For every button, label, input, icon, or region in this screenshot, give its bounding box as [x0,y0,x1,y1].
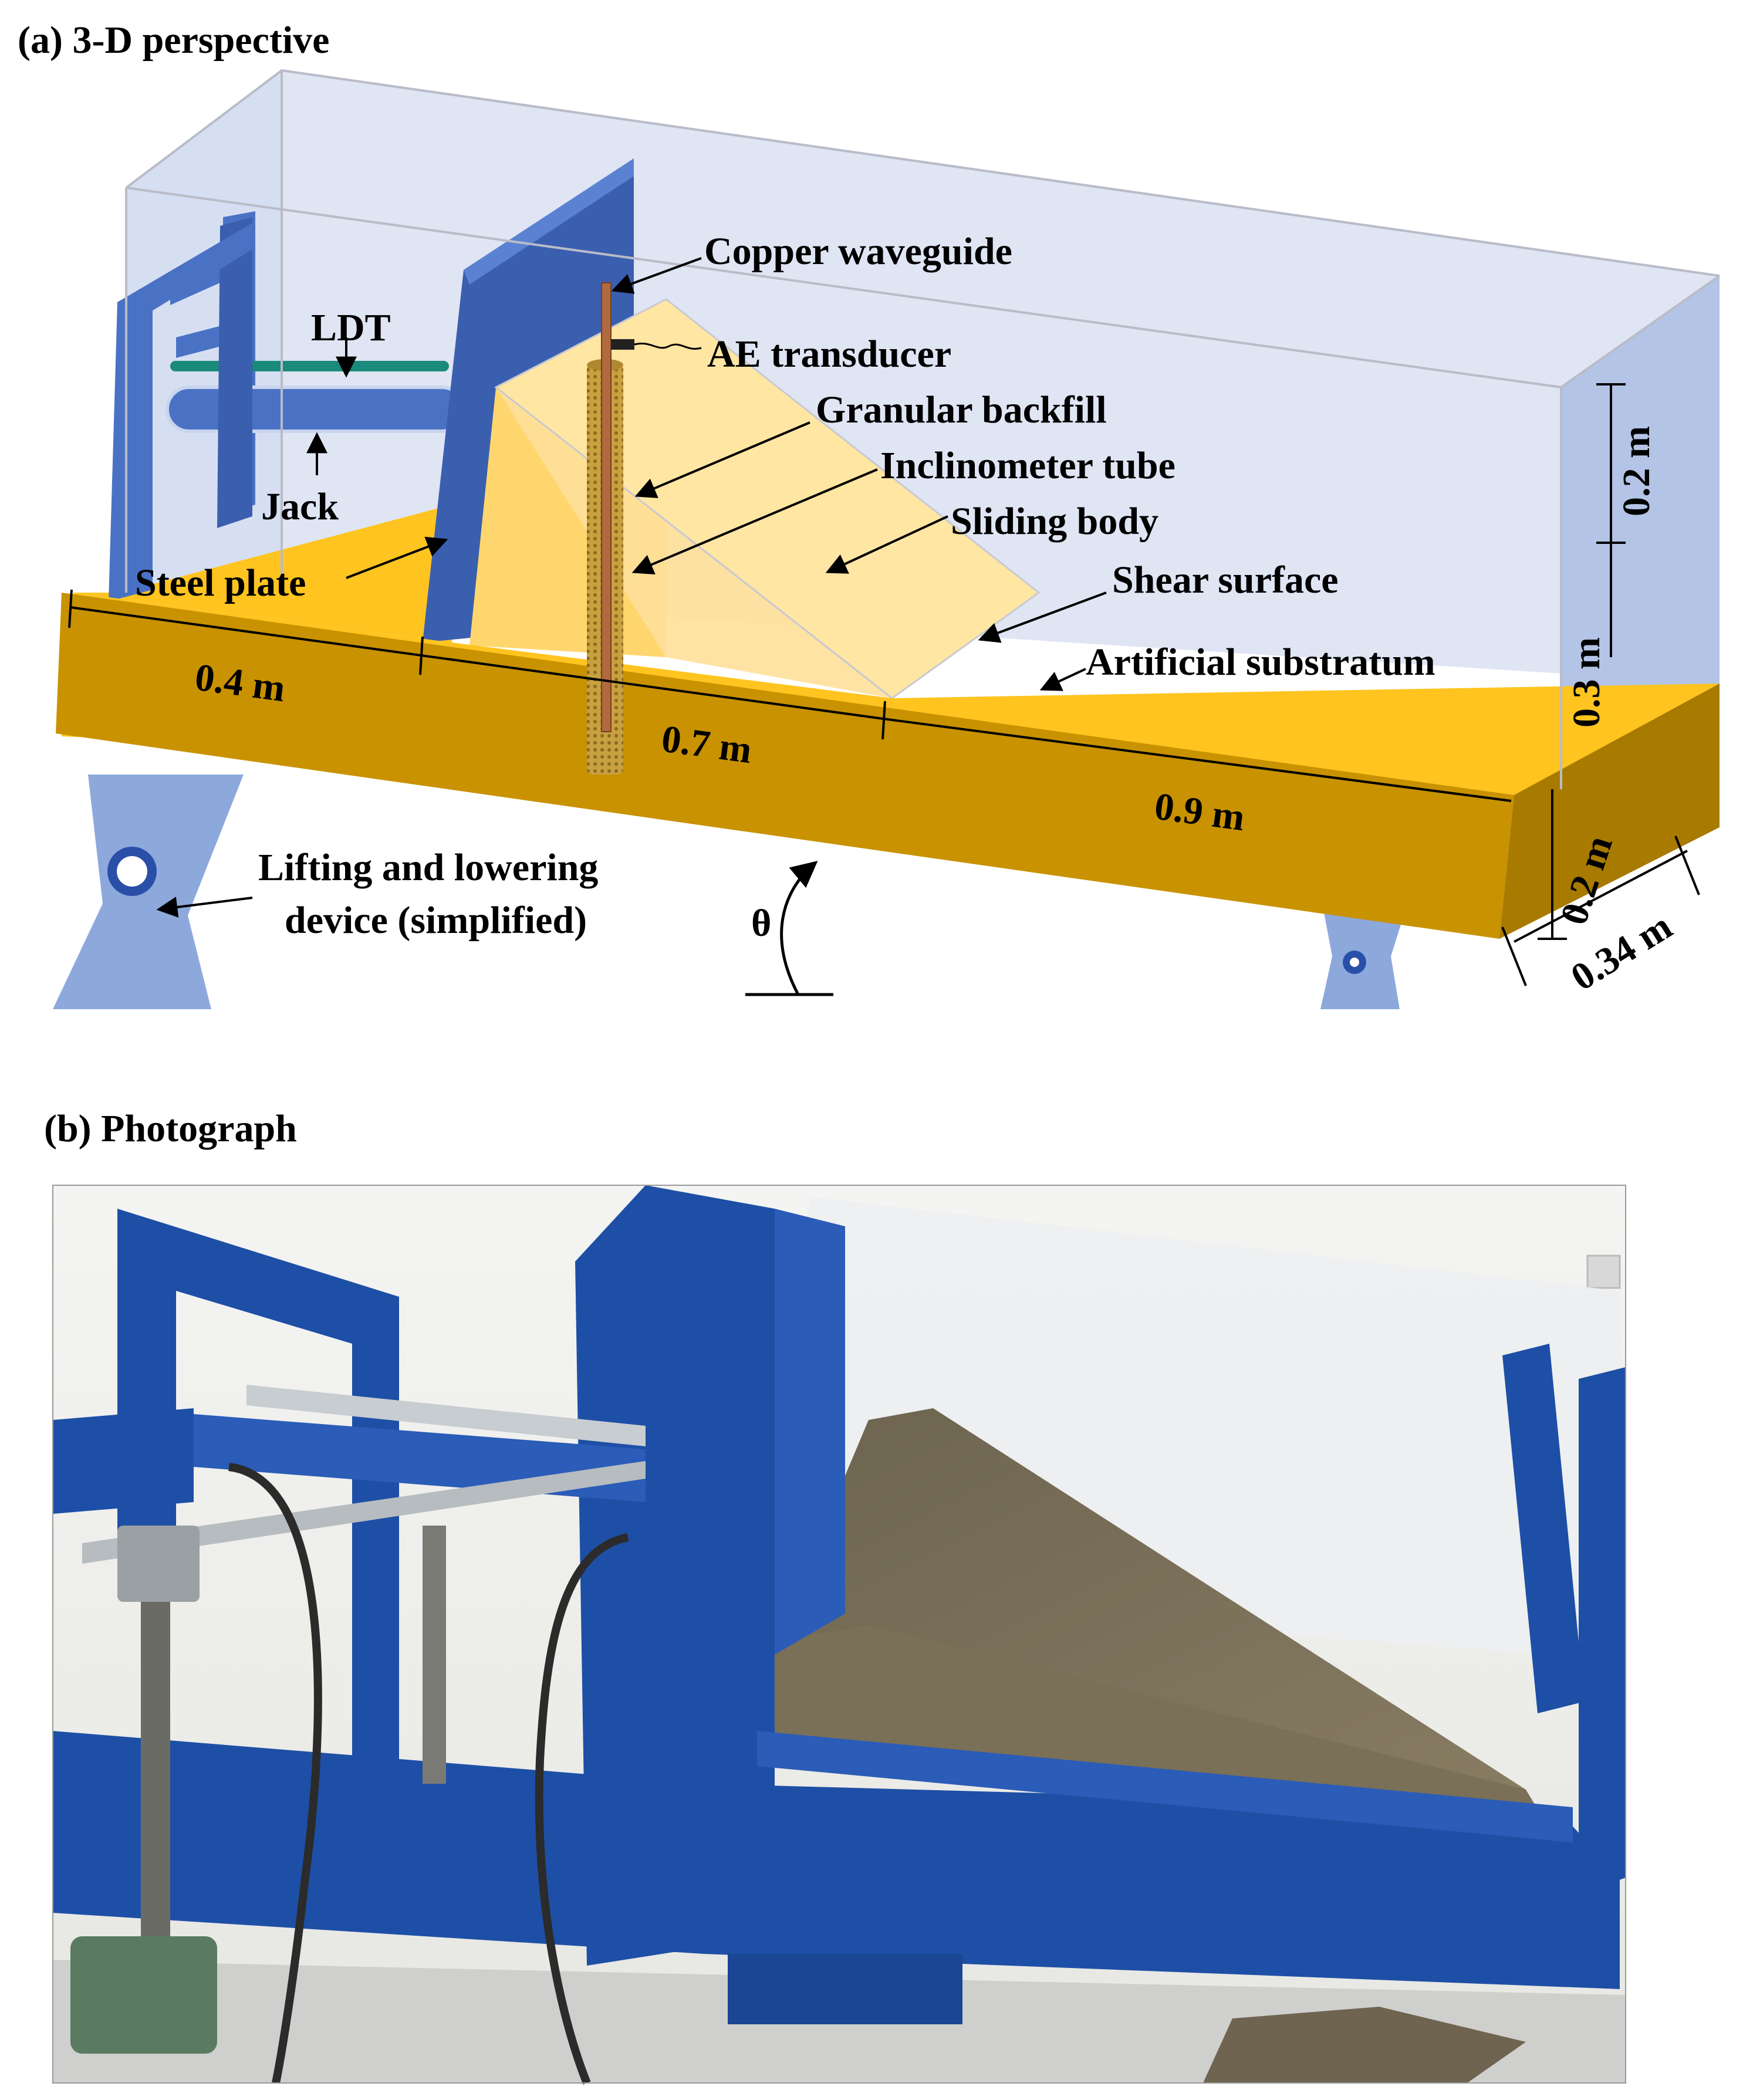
photo-tank-bottom-rail [757,1731,1573,1842]
tank-edges [125,69,1721,789]
copper-waveguide [601,282,612,732]
label-inclinometer-tube: Inclinometer tube [880,444,1175,487]
dim-tick-1 [419,636,424,675]
label-jack: Jack [261,485,339,528]
arrow-steel-plate [346,536,448,579]
ae-transducer [611,339,634,350]
left-pivot-hole [117,856,147,887]
photograph [52,1185,1626,2085]
arrow-shear-surface [978,591,1107,643]
photo-central-frame [575,1185,775,1966]
photo-ldt-rod [246,1385,646,1446]
artificial-substratum [56,593,1720,939]
ae-cable [634,343,702,350]
substratum-side [1499,684,1720,939]
photo-wall-socket [1586,1254,1621,1289]
dim-tick-0 [68,589,73,628]
arrow-copper-waveguide [611,257,702,294]
slope-model [469,298,1041,699]
photo-screw-vertical-2 [423,1526,446,1784]
photo-rear-frame [1502,1344,1585,1713]
photo-soil-spill [1203,2007,1526,2083]
dim-width-tick-a [1501,926,1527,986]
label-granular-backfill: Granular backfill [816,388,1107,431]
panel-a-labels: Copper waveguide LDT AE transducer Granu… [135,230,1680,999]
dim-tick-2 [881,701,886,740]
steel-plate-floor [73,505,452,642]
photo-cable-1 [228,1463,322,2084]
theta-indicator [745,861,833,996]
label-lifting-line2: device (simplified) [285,899,587,942]
photo-central-frame-inner [775,1209,845,1655]
front-left-frame [109,217,252,601]
photo-screw-vertical-1 [141,1561,170,1948]
arrow-granular-backfill [634,421,810,498]
tank-right-wall [1561,276,1720,789]
theta-arc [780,861,818,996]
arrow-inclinometer-tube [631,468,878,574]
panel-b: (b) Photograph [44,1107,1626,2085]
dim-label-02-top: 0.2 m [1615,426,1658,516]
arrow-artificial-substratum [1039,668,1086,691]
jack-assembly [165,361,465,433]
steel-plate-face [464,158,634,285]
label-shear-surface: Shear surface [1112,559,1339,601]
dim-width-tick-b [1674,836,1700,895]
substratum-front [56,593,1514,939]
photo-soil-base [757,1625,1543,1819]
frame-post-right [217,217,252,528]
panel-b-title: (b) Photograph [44,1107,297,1150]
photo-jack [70,1385,646,2054]
label-lifting-line1: Lifting and lowering [258,846,598,889]
photo-blue-frame [53,1185,1626,2024]
photo-base-block [728,1954,962,2024]
photo-screw-cap [117,1526,200,1602]
inclinometer-group [587,282,702,775]
label-copper-waveguide: Copper waveguide [704,230,1012,273]
label-artificial-substratum: Artificial substratum [1086,641,1435,684]
photo-beam-left [53,1408,194,1514]
frame-post-left [109,288,153,601]
jack-cylinder [165,385,465,433]
leader-arrows [156,257,1107,918]
photo-cables [228,1463,629,2085]
label-ldt: LDT [311,306,391,349]
frame-upper-bar [117,223,252,329]
left-support [53,775,244,1009]
lifting-device [53,775,1406,1009]
arrow-lifting-device [156,897,253,918]
shear-surface-line [645,503,893,699]
dimension-lines [68,383,1700,986]
right-pivot-hole [1350,958,1359,967]
panel-a-title: (a) 3-D perspective [18,19,329,62]
label-steel-plate: Steel plate [135,562,306,604]
panel-a: (a) 3-D perspective [18,19,1721,1009]
photo-right-post [1579,1367,1626,1895]
photo-gearbox [70,1936,217,2054]
label-theta: θ [751,902,771,945]
photo-cable-2 [535,1533,629,2085]
dim-width-line [1514,850,1688,943]
dim-label-03: 0.3 m [1565,637,1608,728]
arrow-sliding-body [825,515,948,574]
photo-border [52,1185,1626,2084]
label-sliding-body: Sliding body [951,500,1158,543]
photo-lead-screw-rod [82,1461,646,1564]
dim-length-line-2 [883,718,1512,802]
photo-base-beam [53,1731,1620,1989]
ldt-rod [170,361,449,371]
dim-length-line [70,606,884,720]
label-ae-transducer: AE transducer [707,333,951,376]
